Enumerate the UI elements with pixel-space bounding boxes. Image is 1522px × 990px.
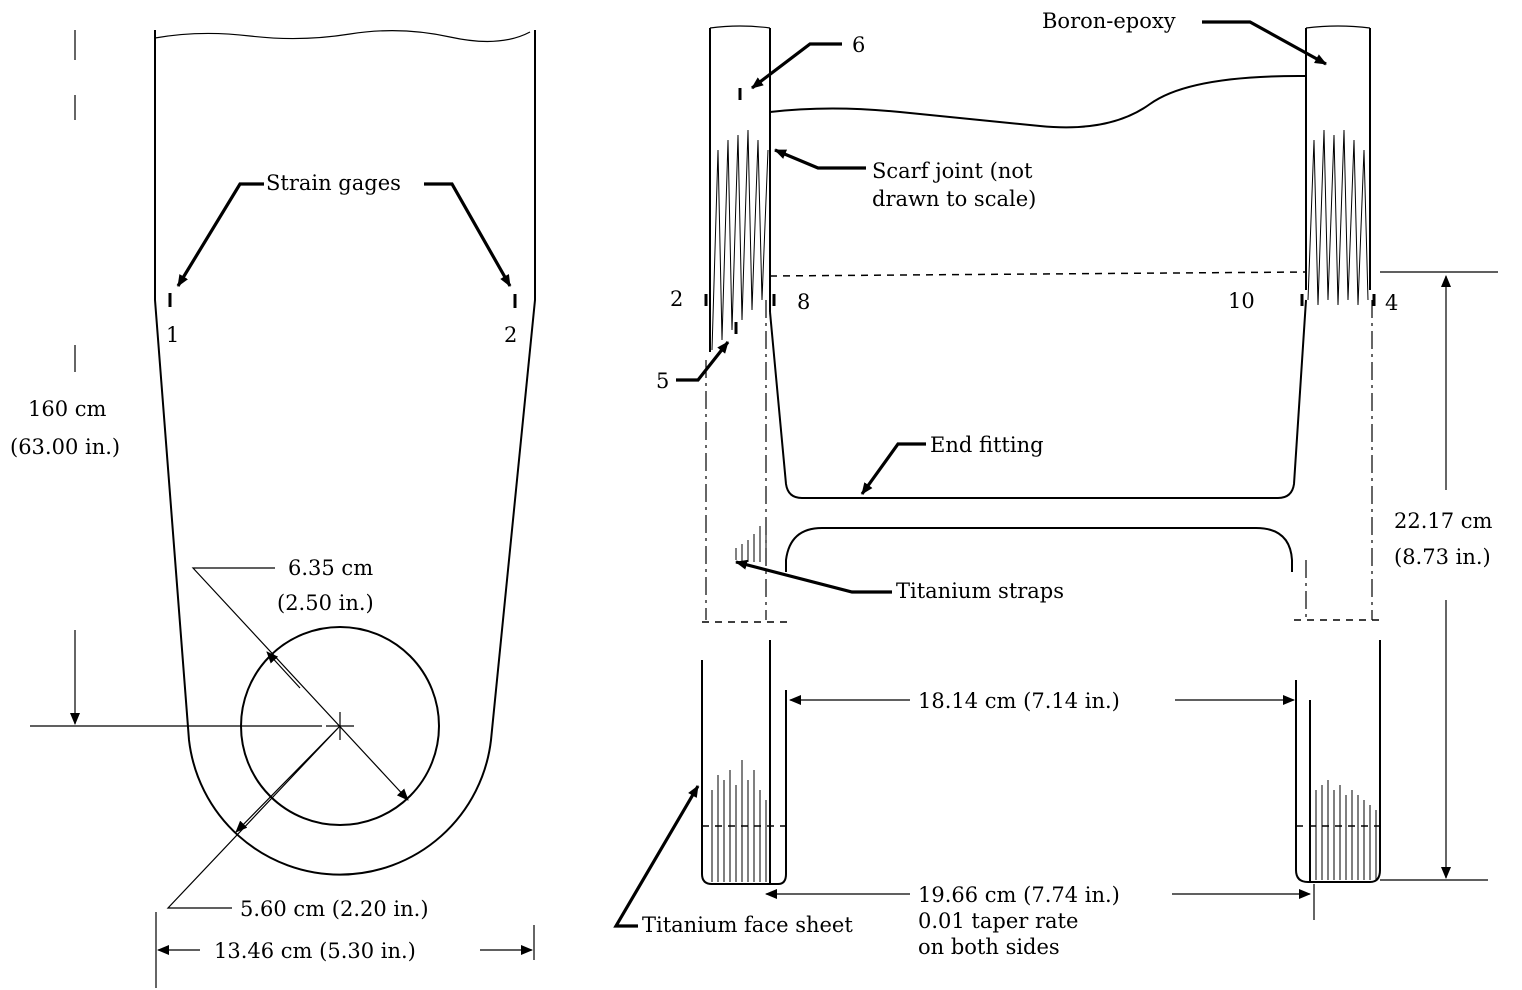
boron-epoxy-edge	[769, 74, 1307, 129]
end-fitting-upper	[769, 299, 1307, 499]
face-sheet-leader	[613, 785, 700, 928]
break-line-top	[154, 30, 531, 43]
taper-rate-2: on both sides	[918, 935, 1060, 959]
right-pad	[1295, 640, 1381, 883]
left-pad-hatch	[711, 760, 767, 882]
scarf-hatch-right	[1307, 129, 1369, 306]
gage-6-leader	[751, 42, 842, 90]
face-sheet-label: Titanium face sheet	[642, 913, 853, 937]
specimen-outline	[154, 30, 536, 876]
hole-dim-leader	[166, 725, 341, 909]
right-pad-hatch	[1315, 780, 1377, 880]
gage-5-leader	[676, 341, 730, 382]
outer-width-dim: 19.66 cm (7.74 in.)	[918, 883, 1120, 907]
end-fitting-label: End fitting	[930, 433, 1044, 457]
gage-label-1: 1	[166, 323, 179, 347]
gage-label-2: 2	[504, 323, 517, 347]
strain-gages-leader-left	[176, 182, 264, 287]
boron-epoxy-leader	[1202, 20, 1327, 66]
left-view: 160 cm (63.00 in.) 1 2 Strain gages 6.35…	[10, 30, 536, 988]
height-in: (8.73 in.)	[1394, 545, 1491, 569]
scarf-hatch-left	[711, 129, 769, 351]
width-dim: 13.46 cm (5.30 in.)	[214, 939, 416, 963]
taper-rate-1: 0.01 taper rate	[918, 909, 1078, 933]
titanium-straps-leader	[735, 559, 892, 594]
length-in: (63.00 in.)	[10, 435, 120, 459]
strain-gages-label: Strain gages	[266, 171, 401, 195]
end-fitting-lower	[785, 527, 1293, 572]
gage-label-5: 5	[656, 369, 669, 393]
height-cm: 22.17 cm	[1394, 509, 1493, 533]
end-fitting-leader	[860, 442, 926, 495]
right-view: 6 Boron-epoxy Scarf joint (not drawn to …	[613, 9, 1498, 959]
gage-label-8: 8	[797, 290, 810, 314]
scarf-joint-leader	[774, 148, 866, 170]
gage-label-2-right: 2	[670, 287, 683, 311]
gage-level-line	[769, 271, 1307, 277]
gage-label-4: 4	[1385, 291, 1398, 315]
gage-label-6: 6	[852, 33, 865, 57]
titanium-strap-hatch	[735, 520, 767, 562]
outer-radius-leader	[191, 567, 409, 801]
left-pad	[701, 660, 787, 885]
scarf-joint-label-1: Scarf joint (not	[872, 159, 1033, 183]
strain-gages-leader-right	[424, 182, 512, 287]
inner-width-dim: 18.14 cm (7.14 in.)	[918, 689, 1120, 713]
scarf-joint-label-2: drawn to scale)	[872, 187, 1036, 211]
gage-label-10: 10	[1228, 289, 1255, 313]
titanium-straps-label: Titanium straps	[896, 579, 1064, 603]
hole-dim: 5.60 cm (2.20 in.)	[240, 897, 429, 921]
outer-radius-cm: 6.35 cm	[288, 556, 373, 580]
length-cm: 160 cm	[28, 397, 107, 421]
boron-epoxy-label: Boron-epoxy	[1042, 9, 1176, 33]
outer-radius-in: (2.50 in.)	[277, 591, 374, 615]
